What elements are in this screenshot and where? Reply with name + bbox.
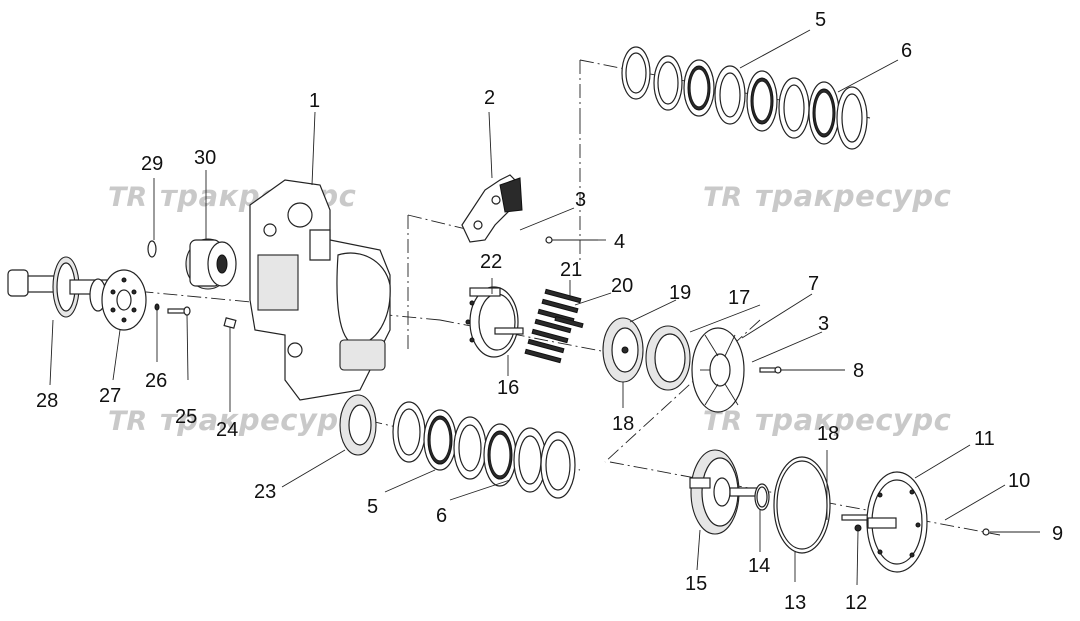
callout-18: 18 xyxy=(817,423,839,445)
callout-25: 25 xyxy=(175,406,197,428)
callout-15: 15 xyxy=(685,573,707,595)
callout-30: 30 xyxy=(194,147,216,169)
callout-4: 4 xyxy=(614,231,625,253)
part-11-cover xyxy=(866,471,928,573)
callout-12: 12 xyxy=(845,592,867,614)
part-7-hub xyxy=(691,327,745,413)
callout-13: 13 xyxy=(784,592,806,614)
callout-6: 6 xyxy=(901,40,912,62)
part-28-shaft-gear xyxy=(7,256,111,318)
callout-11: 11 xyxy=(974,428,995,450)
callout-10: 10 xyxy=(1008,470,1030,492)
watermark-logo: TR xyxy=(108,182,147,213)
callout-26: 26 xyxy=(145,370,167,392)
part-17-piston xyxy=(645,325,691,391)
part-8-bolt xyxy=(759,366,782,374)
part-1-housing xyxy=(249,179,391,401)
part-14-o-ring xyxy=(754,483,770,511)
callout-22: 22 xyxy=(480,251,502,273)
watermark-text: тракресурс xyxy=(755,403,951,437)
parts-20-21-springs xyxy=(524,288,584,364)
part-15-clutch-gear xyxy=(689,449,761,535)
callout-5: 5 xyxy=(815,9,826,31)
callout-16: 16 xyxy=(497,377,519,399)
parts-5-6-upper-discs xyxy=(621,46,868,150)
watermark-logo: TR xyxy=(703,182,742,213)
callout-19: 19 xyxy=(669,282,691,304)
callout-labels: 1 2 3 4 5 6 22 21 20 19 17 7 3 8 16 18 1… xyxy=(36,9,1063,614)
callout-20: 20 xyxy=(611,275,633,297)
callout-8: 8 xyxy=(853,360,864,382)
part-30-gear xyxy=(185,238,237,290)
callout-21: 21 xyxy=(560,259,582,281)
callout-17: 17 xyxy=(728,287,750,309)
watermark-top-right: TR тракресурс xyxy=(703,179,951,213)
part-29-snap-ring xyxy=(147,240,157,258)
callout-3: 3 xyxy=(575,189,586,211)
callout-14: 14 xyxy=(748,555,770,577)
parts-5-6-lower-discs xyxy=(392,401,576,499)
callout-1: 1 xyxy=(309,90,320,112)
watermark-text: тракресурс xyxy=(160,403,356,437)
part-25-bolt xyxy=(167,306,191,316)
callout-29: 29 xyxy=(141,153,163,175)
callout-9: 9 xyxy=(1052,523,1063,545)
callout-23: 23 xyxy=(254,481,276,503)
callout-18: 18 xyxy=(612,413,634,435)
callout-27: 27 xyxy=(99,385,121,407)
part-13-gasket xyxy=(773,456,831,554)
part-23-seal xyxy=(339,394,377,456)
leader-lines xyxy=(49,29,1040,586)
watermark-logo: TR xyxy=(108,406,147,437)
part-12-bolt xyxy=(841,514,871,532)
callout-24: 24 xyxy=(216,419,238,441)
watermark-text: тракресурс xyxy=(755,179,951,213)
callout-3: 3 xyxy=(818,313,829,335)
part-19-seal xyxy=(602,317,644,383)
part-22-piston-housing xyxy=(465,286,524,358)
part-9-bolt xyxy=(982,528,990,536)
part-4-bolt xyxy=(545,236,598,244)
part-27-flange xyxy=(101,269,147,331)
callout-7: 7 xyxy=(808,273,819,295)
callout-5: 5 xyxy=(367,496,378,518)
part-24-key xyxy=(223,317,237,329)
watermark-bottom-left: TR тракресурс xyxy=(108,403,356,437)
part-26-pin xyxy=(154,303,160,311)
callout-28: 28 xyxy=(36,390,58,412)
callout-2: 2 xyxy=(484,87,495,109)
part-2-bracket xyxy=(461,174,523,243)
callout-6: 6 xyxy=(436,505,447,527)
watermark-bottom-right: TR тракресурс xyxy=(703,403,951,437)
